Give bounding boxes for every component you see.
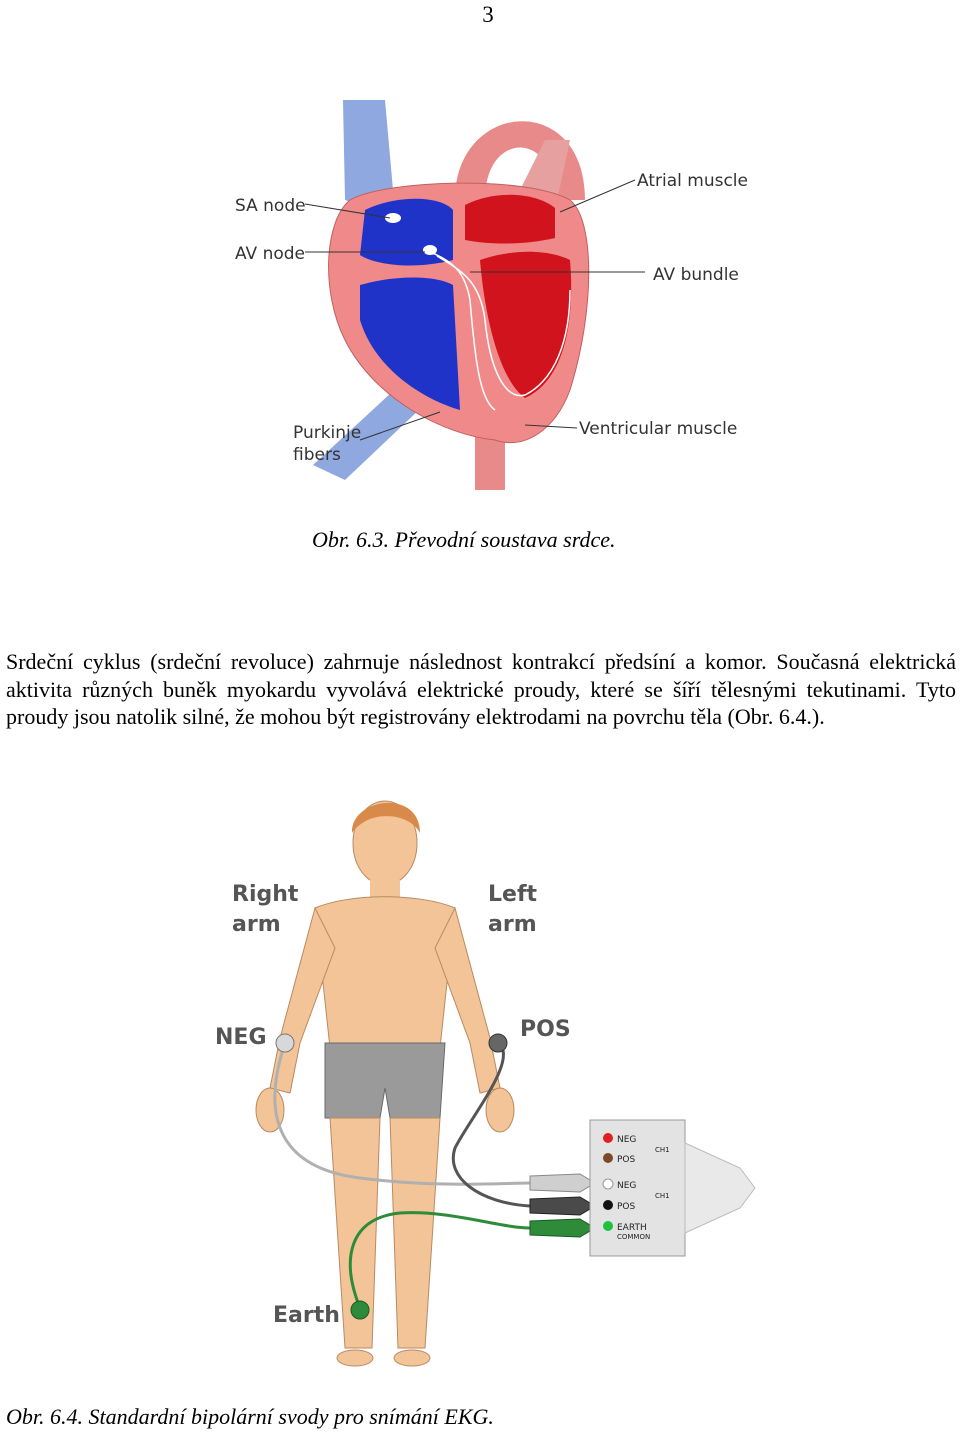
connector-earth-dot: [603, 1221, 613, 1231]
left-foot: [393, 1349, 431, 1367]
av-node: [423, 245, 437, 255]
connector-pos1-label: POS: [617, 1155, 636, 1165]
label-ventricular-muscle: Ventricular muscle: [579, 419, 737, 439]
page-number: 3: [482, 2, 494, 27]
right-ventricle: [360, 277, 460, 410]
label-pos: POS: [520, 1017, 571, 1042]
pos-lead-wire: [451, 1041, 531, 1208]
connector-cable: [684, 1142, 756, 1234]
right-foot: [336, 1349, 374, 1367]
left-leg: [389, 1117, 441, 1349]
neg-lead-wire: [273, 1042, 531, 1186]
pos-plug: [529, 1196, 596, 1216]
sa-node: [385, 213, 401, 223]
connector-neg1-dot: [603, 1133, 613, 1143]
label-right-arm-line2: arm: [232, 912, 281, 937]
neg-plug: [529, 1173, 596, 1193]
label-sa-node: SA node: [235, 196, 306, 216]
hair: [351, 802, 420, 833]
connector-pos2-label: POS: [617, 1202, 636, 1212]
left-atrium: [465, 194, 555, 244]
connector-neg1-label: NEG: [617, 1135, 636, 1145]
label-av-bundle: AV bundle: [653, 265, 739, 285]
connector-earth-label: EARTH: [617, 1223, 647, 1233]
connector-neg2-dot: [602, 1178, 614, 1190]
label-purkinje-line2: fibers: [293, 445, 341, 465]
pos-electrode: [488, 1033, 508, 1053]
purkinje-fibers: [429, 251, 571, 411]
vena-cava: [343, 100, 393, 210]
body-paragraph: Srdeční cyklus (srdeční revoluce) zahrnu…: [6, 649, 956, 729]
shorts: [324, 1042, 446, 1119]
label-left-arm-line1: Left: [488, 882, 538, 907]
label-right-arm-line1: Right: [232, 882, 299, 907]
label-left-arm-line2: arm: [488, 912, 537, 937]
heart-conduction-figure: SA node AV node Atrial muscle AV bundle …: [235, 100, 748, 490]
ecg-leads-figure: NEG POS CH1 NEG POS CH1 EARTH COMMON Rig…: [215, 800, 756, 1367]
label-neg: NEG: [215, 1025, 267, 1050]
left-ventricle: [480, 251, 572, 398]
connector-common-label: COMMON: [617, 1233, 650, 1241]
label-atrial-muscle: Atrial muscle: [637, 171, 748, 191]
connector-pos1-dot: [603, 1153, 613, 1163]
figure1-caption: Obr. 6.3. Převodní soustava srdce.: [312, 527, 616, 552]
earth-plug: [529, 1218, 596, 1238]
label-av-node: AV node: [235, 244, 305, 264]
earth-lead-wire: [348, 1211, 531, 1309]
label-earth: Earth: [273, 1303, 340, 1328]
connector-neg2-label: NEG: [617, 1181, 636, 1191]
connector-ch1-label: CH1: [655, 1146, 670, 1154]
neg-electrode: [275, 1033, 295, 1053]
left-hand: [485, 1087, 515, 1133]
figure2-caption: Obr. 6.4. Standardní bipolární svody pro…: [6, 1404, 494, 1429]
connector-ch2-label: CH1: [655, 1192, 670, 1200]
label-purkinje-line1: Purkinje: [293, 423, 361, 443]
earth-electrode: [350, 1300, 370, 1320]
connector-pos2-dot: [603, 1200, 613, 1210]
